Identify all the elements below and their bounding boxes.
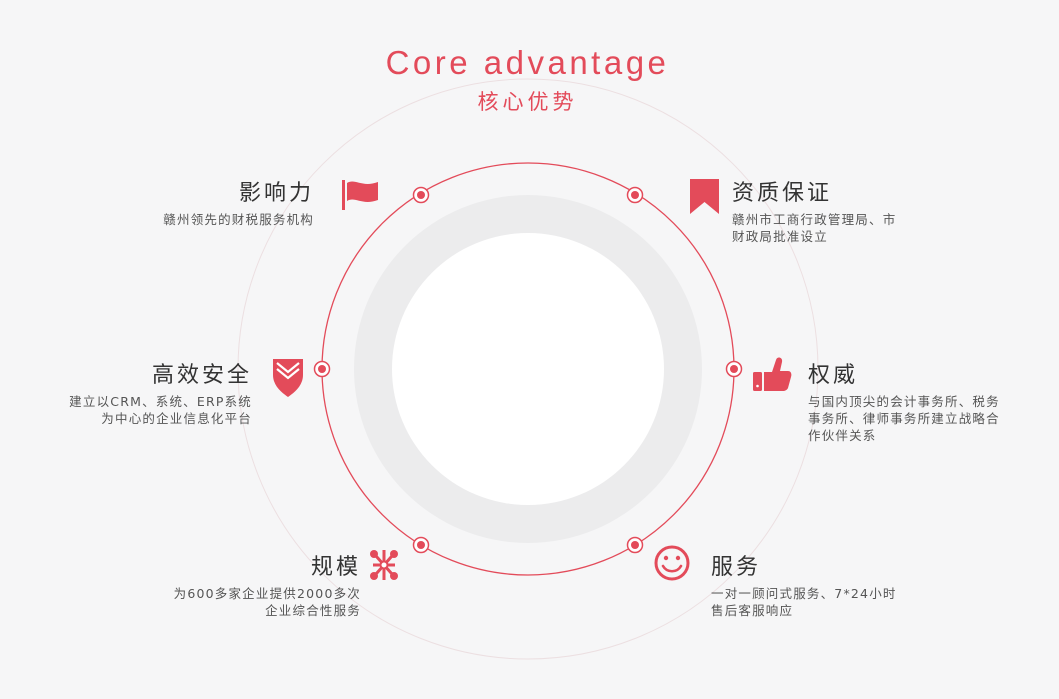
advantage-desc-line: 赣州市工商行政管理局、市 (732, 212, 897, 227)
advantage-service: 服务 一对一顾问式服务、7*24小时 售后客服响应 (711, 549, 897, 619)
advantage-desc: 赣州市工商行政管理局、市 财政局批准设立 (732, 211, 896, 245)
network-icon (370, 550, 398, 580)
flag-icon (342, 180, 378, 210)
advantage-desc-line: 财政局批准设立 (732, 229, 828, 244)
advantage-desc-line: 建立以CRM、系统、ERP系统 (69, 394, 252, 409)
advantage-title: 规模 (310, 555, 361, 580)
advantage-title: 影响力 (238, 181, 314, 206)
advantage-qualification: 资质保证 赣州市工商行政管理局、市 财政局批准设立 (732, 175, 896, 245)
advantage-desc: 与国内顶尖的会计事务所、税务 事务所、律师事务所建立战略合 作伙伴关系 (808, 393, 1000, 444)
advantage-title: 服务 (711, 555, 762, 580)
ring-node-mid-left (313, 360, 331, 378)
ring-node-bottom-right (626, 536, 644, 554)
ring-node-top-left (412, 186, 430, 204)
advantage-desc-line: 为600多家企业提供2000多次 (173, 586, 361, 601)
advantage-influence: 影响力 赣州领先的财税服务机构 (163, 175, 314, 228)
outer-faint-ring (237, 78, 819, 660)
section-title-cn: 核心优势 (477, 90, 578, 114)
section-title-en: Core advantage (385, 44, 670, 81)
advantage-desc: 一对一顾问式服务、7*24小时 售后客服响应 (711, 585, 897, 619)
advantage-scale: 规模 为600多家企业提供2000多次 企业综合性服务 (174, 549, 361, 619)
advantage-authority: 权威 与国内顶尖的会计事务所、税务 事务所、律师事务所建立战略合 作伙伴关系 (808, 357, 1000, 444)
inner-white-disc (392, 233, 664, 505)
thumbs-up-icon (753, 357, 792, 391)
advantage-desc-line: 一对一顾问式服务、7*24小时 (711, 586, 897, 601)
advantage-desc-line: 与国内顶尖的会计事务所、税务 (808, 394, 1000, 409)
advantage-security: 高效安全 建立以CRM、系统、ERP系统 为中心的企业信息化平台 (69, 357, 252, 427)
advantage-desc-line: 作伙伴关系 (808, 428, 877, 443)
advantage-desc: 建立以CRM、系统、ERP系统 为中心的企业信息化平台 (69, 393, 252, 427)
advantage-desc-line: 企业综合性服务 (265, 603, 361, 618)
advantage-desc-line: 售后客服响应 (711, 603, 794, 618)
advantage-desc-line: 事务所、律师事务所建立战略合 (808, 411, 1000, 426)
advantage-title: 资质保证 (732, 181, 833, 206)
shield-icon (273, 359, 303, 397)
ring-node-bottom-left (412, 536, 430, 554)
ring-node-top-right (626, 186, 644, 204)
advantage-title: 权威 (808, 363, 859, 388)
advantage-desc: 赣州领先的财税服务机构 (163, 212, 314, 227)
advantage-desc-line: 为中心的企业信息化平台 (101, 411, 252, 426)
smiley-icon (654, 545, 690, 581)
bookmark-icon (690, 179, 719, 214)
advantage-desc: 为600多家企业提供2000多次 企业综合性服务 (174, 585, 361, 619)
ring-node-mid-right (725, 360, 743, 378)
advantage-title: 高效安全 (151, 363, 252, 388)
